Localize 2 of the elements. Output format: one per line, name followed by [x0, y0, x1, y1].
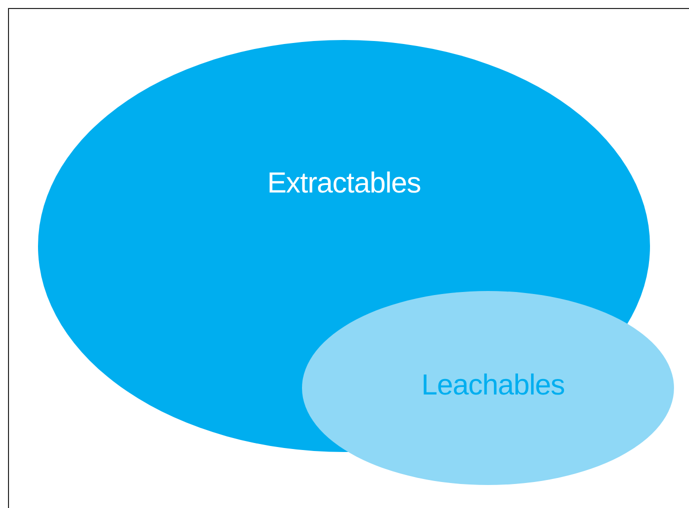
- set-label: Leachables: [421, 370, 565, 402]
- set-label: Extractables: [267, 168, 421, 200]
